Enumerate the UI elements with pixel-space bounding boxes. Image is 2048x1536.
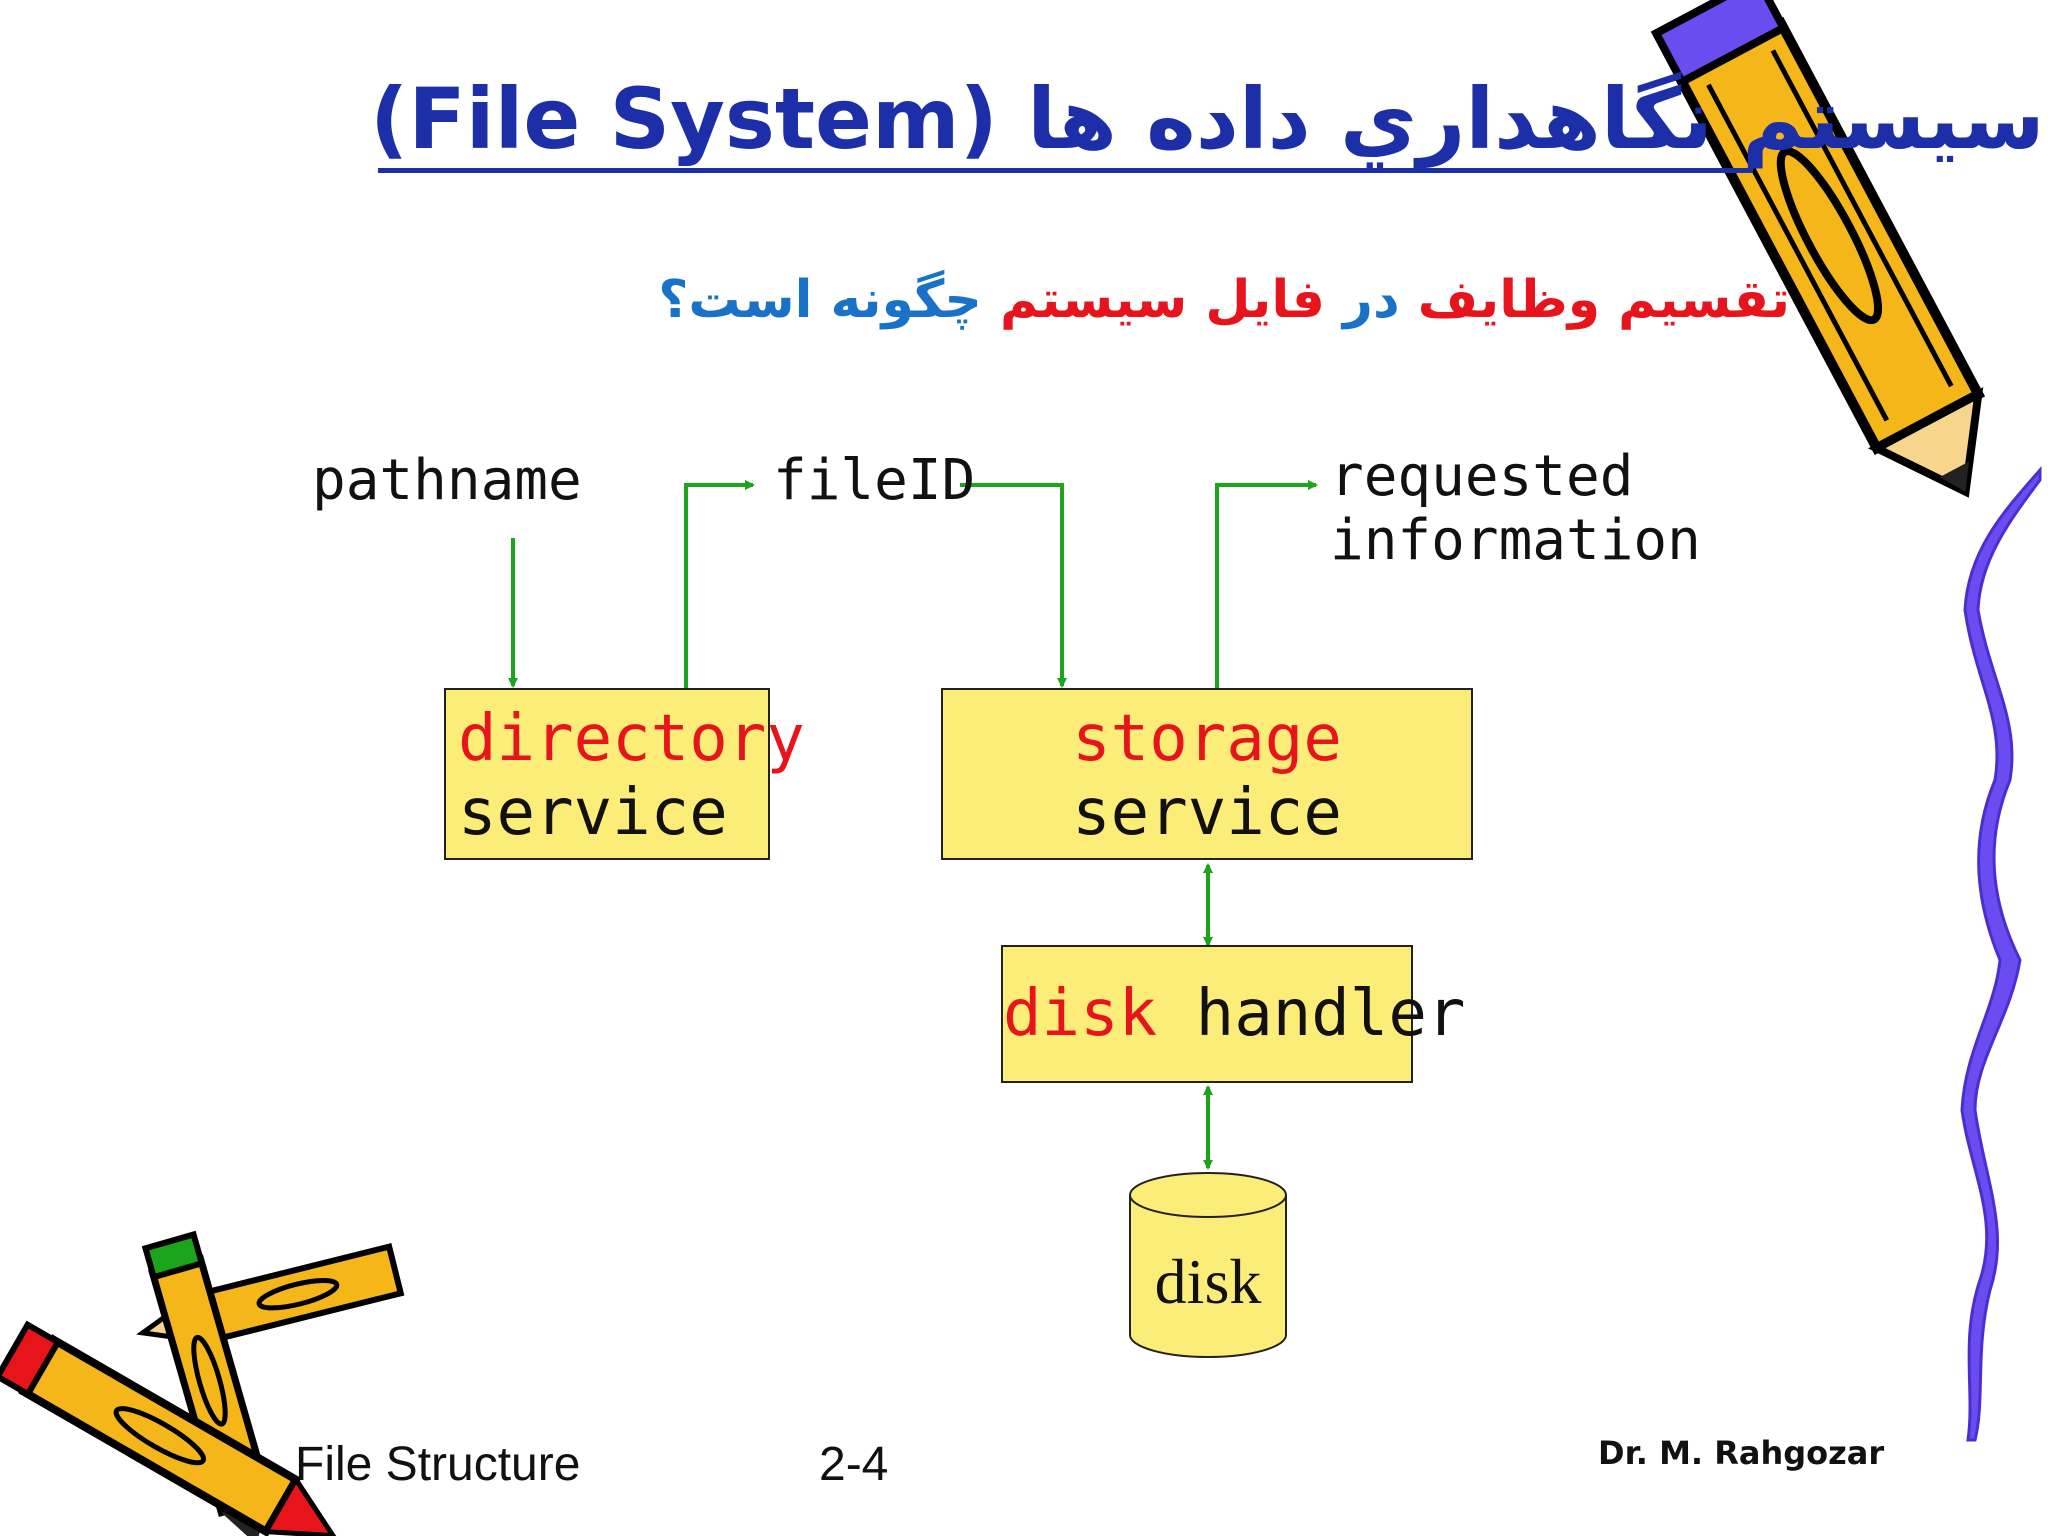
arrow-storage-to-requested [1215, 480, 1318, 690]
diagram-arrows [508, 480, 1318, 1170]
footer-author: Dr. M. Rahgozar [1598, 1434, 1885, 1472]
directory-service-line2: service [458, 776, 728, 850]
subtitle-part4: چگونه است؟ [658, 270, 982, 330]
arrow-fileid-to-storage [960, 483, 1067, 688]
disk-handler-box: disk handler [1001, 945, 1465, 1083]
title-underline [378, 168, 1753, 173]
disk-handler-black: handler [1195, 977, 1466, 1051]
storage-service-line1: storage [1072, 702, 1342, 776]
footer-page-number: 2-4 [819, 1438, 889, 1491]
pencil-icon [1650, 0, 1986, 498]
directory-service-box: directory service [444, 688, 805, 860]
footer-course: File Structure [295, 1438, 581, 1491]
page-title: (File System) سیستم نگاهداري داده ها [370, 70, 2045, 168]
storage-service-box: storage service [941, 688, 1473, 860]
subtitle: تقسیم وظایف در فایل سیستم چگونه است؟ [658, 270, 1790, 330]
subtitle-part2: در [1324, 270, 1400, 330]
disk-label: disk [1155, 1246, 1262, 1317]
squiggle-decoration [1960, 466, 2042, 1442]
subtitle-part3: فایل سیستم [981, 270, 1325, 330]
requested-information-label: requested information [1330, 444, 1701, 573]
storage-service-line2: service [1072, 776, 1342, 850]
fileid-label: fileID [773, 448, 976, 513]
pathname-label: pathname [312, 448, 582, 513]
arrow-directory-to-fileid [684, 480, 755, 690]
pencil-icon [0, 1320, 338, 1536]
disk-handler-red: disk [1003, 977, 1158, 1051]
subtitle-part1: تقسیم وظایف [1399, 270, 1790, 330]
directory-service-line1: directory [458, 702, 805, 776]
disk-cylinder [1129, 1172, 1287, 1358]
